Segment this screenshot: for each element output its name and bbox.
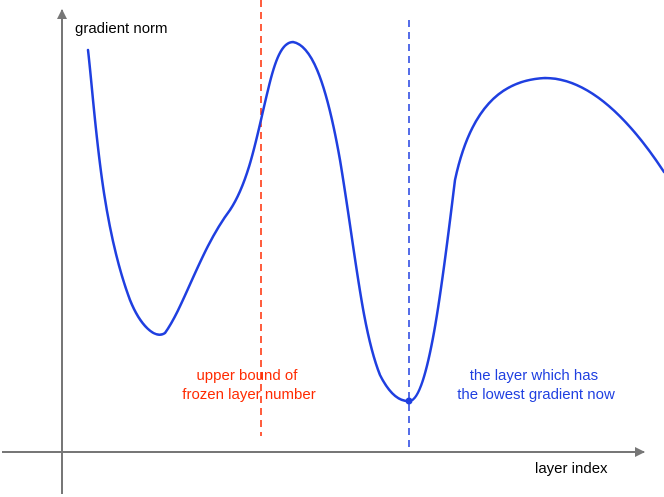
lowest-gradient-point xyxy=(405,397,413,405)
lowest-gradient-label-line-2: the lowest gradient now xyxy=(457,386,615,403)
frozen-bound-label-line-1: upper bound of xyxy=(196,367,298,384)
frozen-bound-label-line-2: frozen layer number xyxy=(182,386,315,403)
lowest-gradient-label: the layer which has the lowest gradient … xyxy=(457,367,615,403)
frozen-bound-label: upper bound of frozen layer number xyxy=(182,367,315,403)
lowest-gradient-label-line-1: the layer which has xyxy=(470,367,598,384)
gradient-norm-curve xyxy=(86,40,664,403)
y-axis-label: gradient norm xyxy=(75,20,168,37)
x-axis-label: layer index xyxy=(535,460,608,477)
